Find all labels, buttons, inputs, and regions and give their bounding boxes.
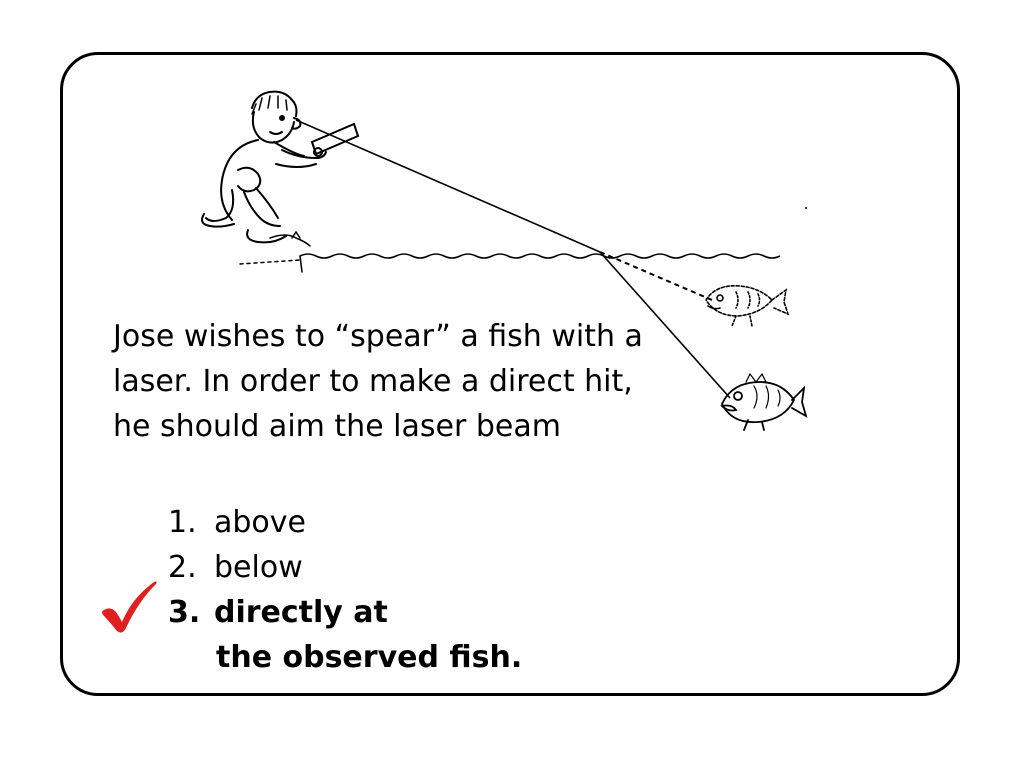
question-text: Jose wishes to “spear” a fish with a las… <box>113 319 643 444</box>
slide-frame <box>60 52 960 696</box>
option-3-correct[interactable]: 3. directly at the observed fish. <box>168 590 522 680</box>
actual-fish <box>720 372 808 431</box>
speck <box>805 207 807 209</box>
option-label-continuation: the observed fish. <box>216 640 523 675</box>
observed-fish-image <box>705 284 790 327</box>
laser-beam-water <box>599 251 731 399</box>
laser-device <box>310 122 360 157</box>
option-label: above <box>214 505 306 540</box>
option-label: directly at <box>214 595 388 630</box>
laser-beam-air <box>295 119 601 253</box>
option-2[interactable]: 2. below <box>168 545 522 590</box>
jose-figure <box>201 90 327 244</box>
option-label: below <box>214 550 303 585</box>
checkmark-icon <box>102 581 157 633</box>
water-surface <box>299 253 781 259</box>
option-number: 2. <box>168 550 197 585</box>
answer-options: 1. above 2. below 3. directly at the observ… <box>168 500 522 680</box>
option-number: 1. <box>168 505 197 540</box>
apparent-line-of-sight <box>599 251 713 301</box>
shore-rock <box>239 230 311 273</box>
option-1[interactable]: 1. above <box>168 500 522 545</box>
option-number: 3. <box>168 595 201 630</box>
